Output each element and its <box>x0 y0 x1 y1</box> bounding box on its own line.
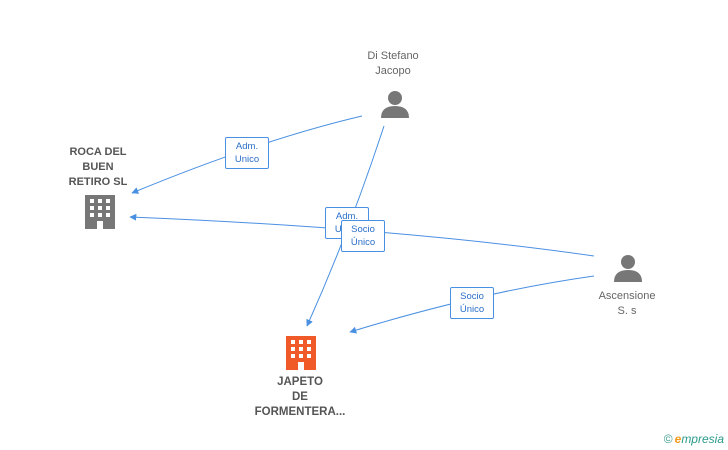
node-label-di-stefano[interactable]: Di Stefano Jacopo <box>367 50 419 77</box>
brand-watermark: ©empresia <box>664 432 724 446</box>
brand-logo-letter: e <box>674 432 682 446</box>
node-label-ascensione[interactable]: Ascensione S. s <box>598 290 656 317</box>
person-icon[interactable] <box>381 91 409 118</box>
brand-logo-text: mpresia <box>681 432 724 446</box>
edge-label-socio-roca: Socio Único <box>341 220 385 252</box>
building-icon[interactable] <box>85 195 115 229</box>
edge-label-socio-japeto: Socio Único <box>450 287 494 319</box>
person-icon[interactable] <box>614 255 642 282</box>
building-icon[interactable] <box>286 336 316 370</box>
node-label-japeto[interactable]: JAPETO DE FORMENTERA... <box>254 376 346 418</box>
node-label-roca[interactable]: ROCA DEL BUEN RETIRO SL <box>68 146 128 188</box>
edge-label-adm-roca: Adm. Unico <box>225 137 269 169</box>
copyright-symbol: © <box>663 432 673 446</box>
